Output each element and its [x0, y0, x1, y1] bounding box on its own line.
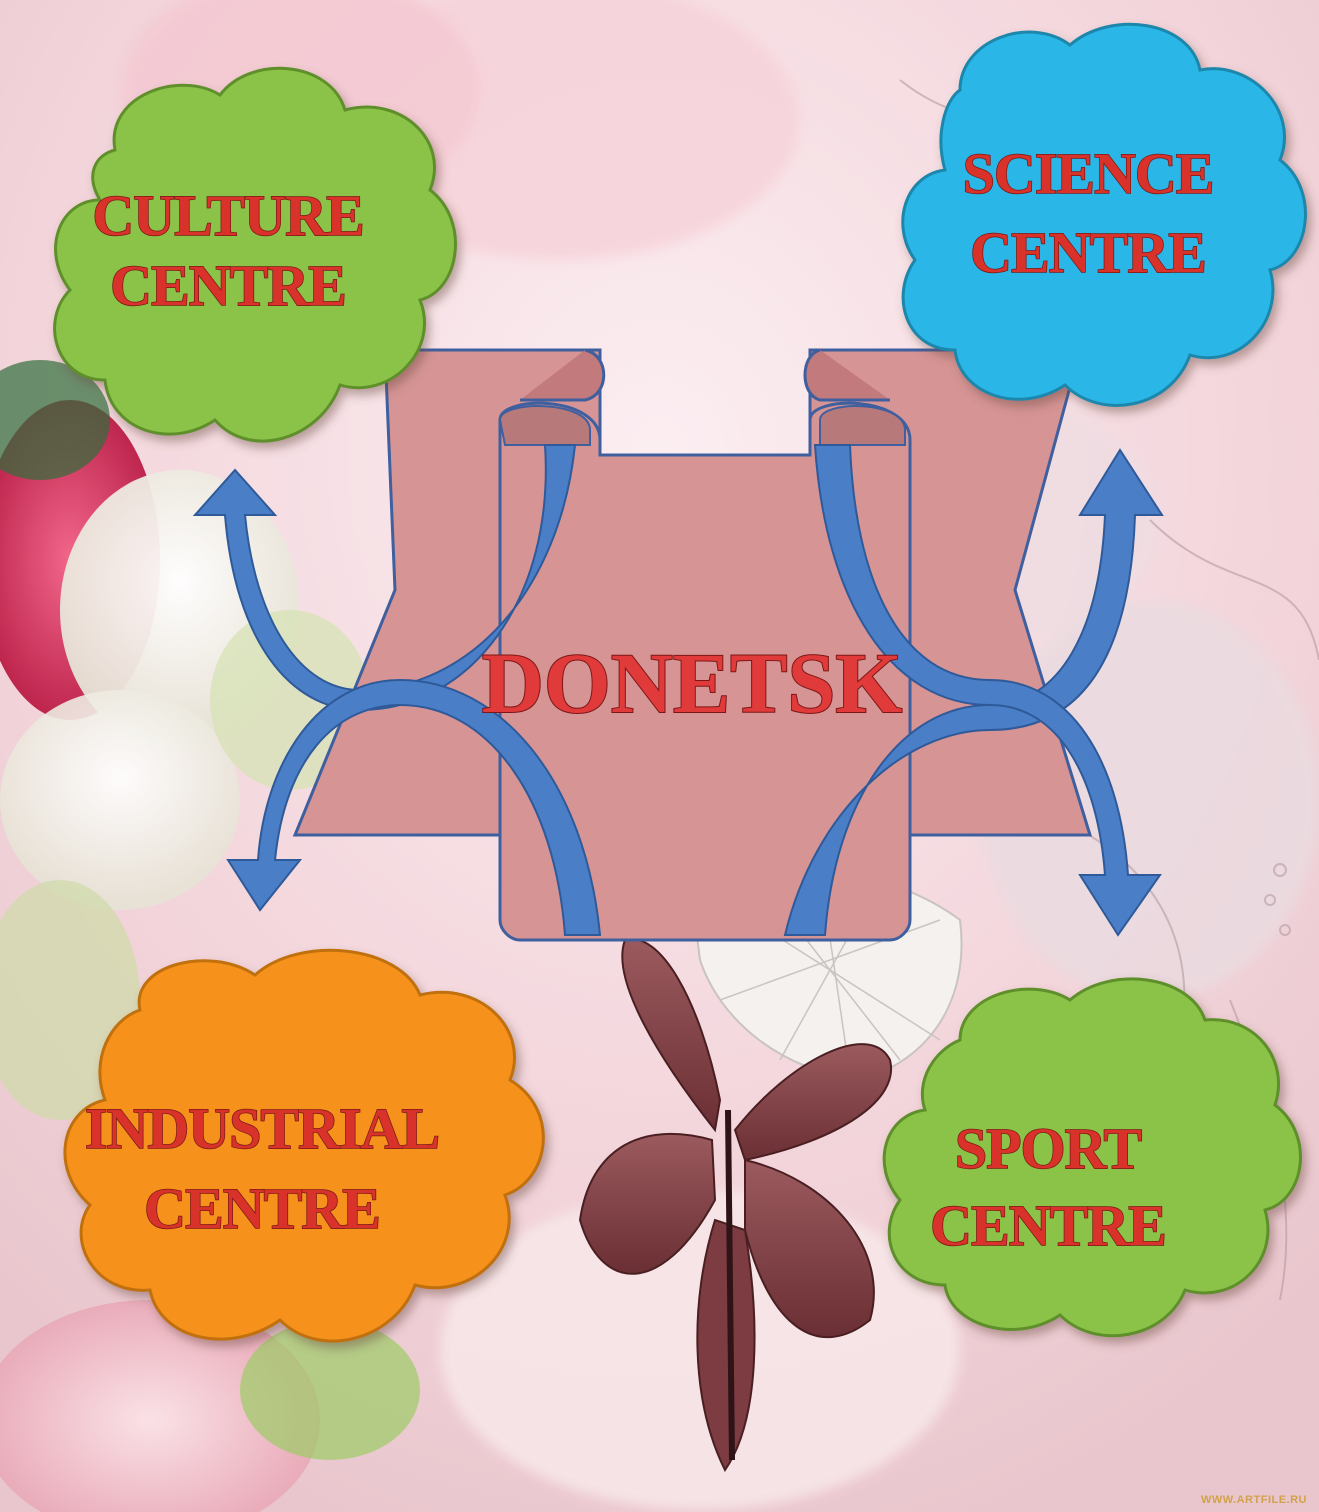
science-label-line2: CENTRE: [970, 220, 1206, 285]
industrial-label-line2: CENTRE: [144, 1176, 380, 1241]
sport-label-line1: SPORT: [955, 1116, 1142, 1181]
industrial-label-line1: INDUSTRIAL: [85, 1096, 439, 1161]
culture-label-line2: CENTRE: [110, 253, 346, 318]
center-label: DONETSK: [482, 635, 903, 731]
watermark: WWW.ARTFILE.RU: [1201, 1494, 1307, 1506]
culture-label-line1: CULTURE: [92, 183, 363, 248]
science-label-line1: SCIENCE: [963, 141, 1214, 206]
sport-label-line2: CENTRE: [930, 1193, 1166, 1258]
